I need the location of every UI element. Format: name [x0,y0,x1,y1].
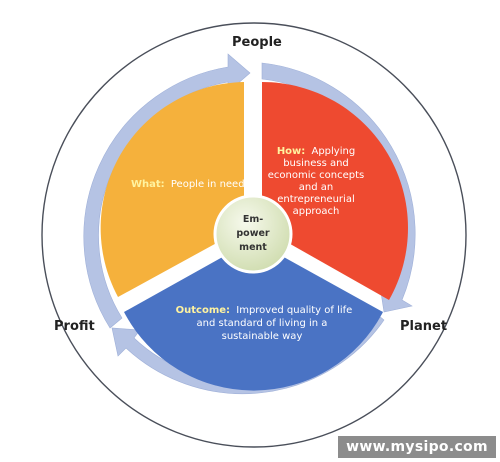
how-text: How: Applying [277,146,355,157]
how-line-5: entrepreneurial [277,194,354,205]
outcome-line-1: Improved quality of life [236,305,352,316]
outcome-line-2: and standard of living in a [197,318,328,329]
outcome-text: Outcome: Improved quality of life [176,305,353,316]
center-line-2: power [236,228,270,239]
ring-arrow-people [83,53,251,329]
watermark: www.mysipo.com [338,436,496,458]
how-key: How: [277,146,305,157]
outcome-line-3: sustainable way [222,331,303,342]
label-people: People [232,35,282,50]
how-line-3: economic concepts [268,170,365,181]
how-line-6: approach [293,206,340,217]
label-profit: Profit [54,319,95,334]
how-line-4: and an [299,182,333,193]
segment-how [262,82,408,300]
how-line-2: business and [283,158,349,169]
what-key: What: [131,179,165,190]
what-value: People in need [171,179,245,190]
label-planet: Planet [400,319,447,334]
center-line-3: ment [239,242,267,253]
center-circle [213,194,293,274]
center-line-1: Em- [243,214,263,225]
segment-outcome [124,240,383,391]
what-text: What: People in need [131,179,245,190]
how-line-1: Applying [311,146,355,157]
outcome-key: Outcome: [176,305,230,316]
outer-circle [41,22,467,448]
segment-what [100,82,244,297]
